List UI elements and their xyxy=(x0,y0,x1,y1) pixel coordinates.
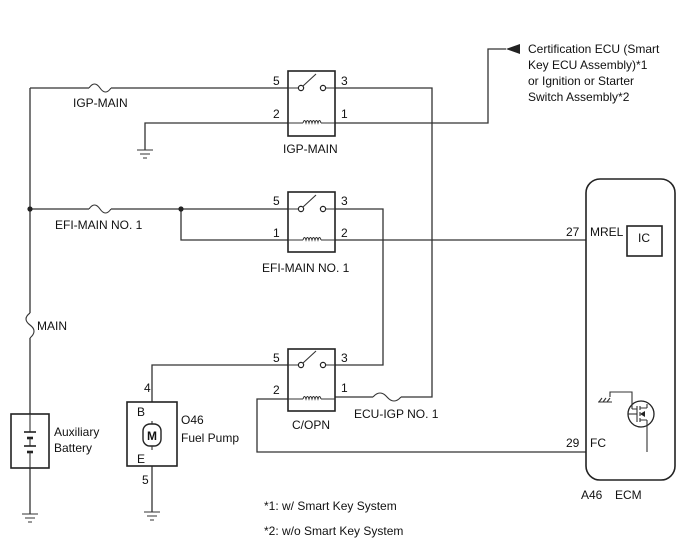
battery-label-line1: Auxiliary xyxy=(54,425,99,439)
ecm-mrel-label: MREL xyxy=(590,225,624,239)
ground-icon xyxy=(137,149,153,159)
battery-icon xyxy=(10,413,50,469)
wire-copn-pump xyxy=(151,364,288,402)
relay-copn-pin5: 5 xyxy=(273,351,280,365)
wire-efi-pin1 xyxy=(180,209,288,241)
ecm-name: ECM xyxy=(615,488,642,502)
fuel-pump-motor-letter: M xyxy=(147,429,157,443)
relay-efi-pin2: 2 xyxy=(341,226,348,240)
fuel-pump-icon xyxy=(126,401,178,467)
external-label-line1: Certification ECU (Smart xyxy=(528,42,660,56)
ecm-transistor-icon xyxy=(598,391,655,452)
relay-efi-pin1: 1 xyxy=(273,226,280,240)
relay-igp-main-label: IGP-MAIN xyxy=(283,142,338,156)
relay-efi-pin5: 5 xyxy=(273,194,280,208)
fuel-pump-pin-b: B xyxy=(137,405,145,419)
relay-efi-main xyxy=(287,191,336,253)
relay-efi-pin3: 3 xyxy=(341,194,348,208)
ecm-fc-pin: 29 xyxy=(566,436,580,450)
external-label-line3: or Ignition or Starter xyxy=(528,74,634,88)
battery-label-line2: Battery xyxy=(54,441,92,455)
ecm-ic-label: IC xyxy=(638,231,650,245)
wire-igp-pin3 xyxy=(335,87,433,398)
relay-copn-pin1: 1 xyxy=(341,381,348,395)
relay-igp-pin2: 2 xyxy=(273,107,280,121)
fuel-pump-name: Fuel Pump xyxy=(181,431,239,445)
relay-efi-main-label: EFI-MAIN NO. 1 xyxy=(262,261,350,275)
relay-copn-label: C/OPN xyxy=(292,418,330,432)
external-label-line2: Key ECU Assembly)*1 xyxy=(528,58,648,72)
wire-igp-pin1 xyxy=(335,48,506,124)
ground-icon xyxy=(22,513,38,523)
fuse-igp-main-icon xyxy=(88,83,112,93)
relay-igp-pin1: 1 xyxy=(341,107,348,121)
wire-efi-pin3 xyxy=(335,208,384,366)
junction-dot xyxy=(178,206,184,212)
footnote-2: *2: w/o Smart Key System xyxy=(264,524,403,538)
fuel-pump-pin4: 4 xyxy=(144,381,151,395)
fuel-pump-pin5: 5 xyxy=(142,473,149,487)
external-label-line4: Switch Assembly*2 xyxy=(528,90,630,104)
ecm-code: A46 xyxy=(581,488,603,502)
fuse-ecu-igp-label: ECU-IGP NO. 1 xyxy=(354,407,439,421)
fuel-pump-pin-e: E xyxy=(137,452,145,466)
relay-copn xyxy=(287,348,336,412)
relay-copn-pin3: 3 xyxy=(341,351,348,365)
fuse-main-label: MAIN xyxy=(37,319,67,333)
ecm-fc-label: FC xyxy=(590,436,606,450)
wiring xyxy=(29,48,650,514)
wire-igp-coil-ground xyxy=(144,122,288,150)
relay-copn-pin2: 2 xyxy=(273,383,280,397)
footnote-1: *1: w/ Smart Key System xyxy=(264,499,397,513)
ecm-mrel-pin: 27 xyxy=(566,225,580,239)
ground-icon xyxy=(144,511,160,521)
wire-copn-fc xyxy=(256,398,650,453)
fuse-main-icon xyxy=(25,312,35,339)
relay-igp-pin3: 3 xyxy=(341,74,348,88)
fuse-efi-main-label: EFI-MAIN NO. 1 xyxy=(55,218,143,232)
external-arrow-icon xyxy=(506,44,520,54)
fuse-ecu-igp-icon xyxy=(372,392,402,402)
relay-igp-pin5: 5 xyxy=(273,74,280,88)
fuse-efi-main-icon xyxy=(88,204,112,214)
fuel-pump-code: O46 xyxy=(181,413,204,427)
ecm-ic-box xyxy=(626,225,663,257)
junction-dot xyxy=(27,206,33,212)
relay-igp-main xyxy=(287,70,336,137)
fuse-igp-main-label: IGP-MAIN xyxy=(73,96,128,110)
